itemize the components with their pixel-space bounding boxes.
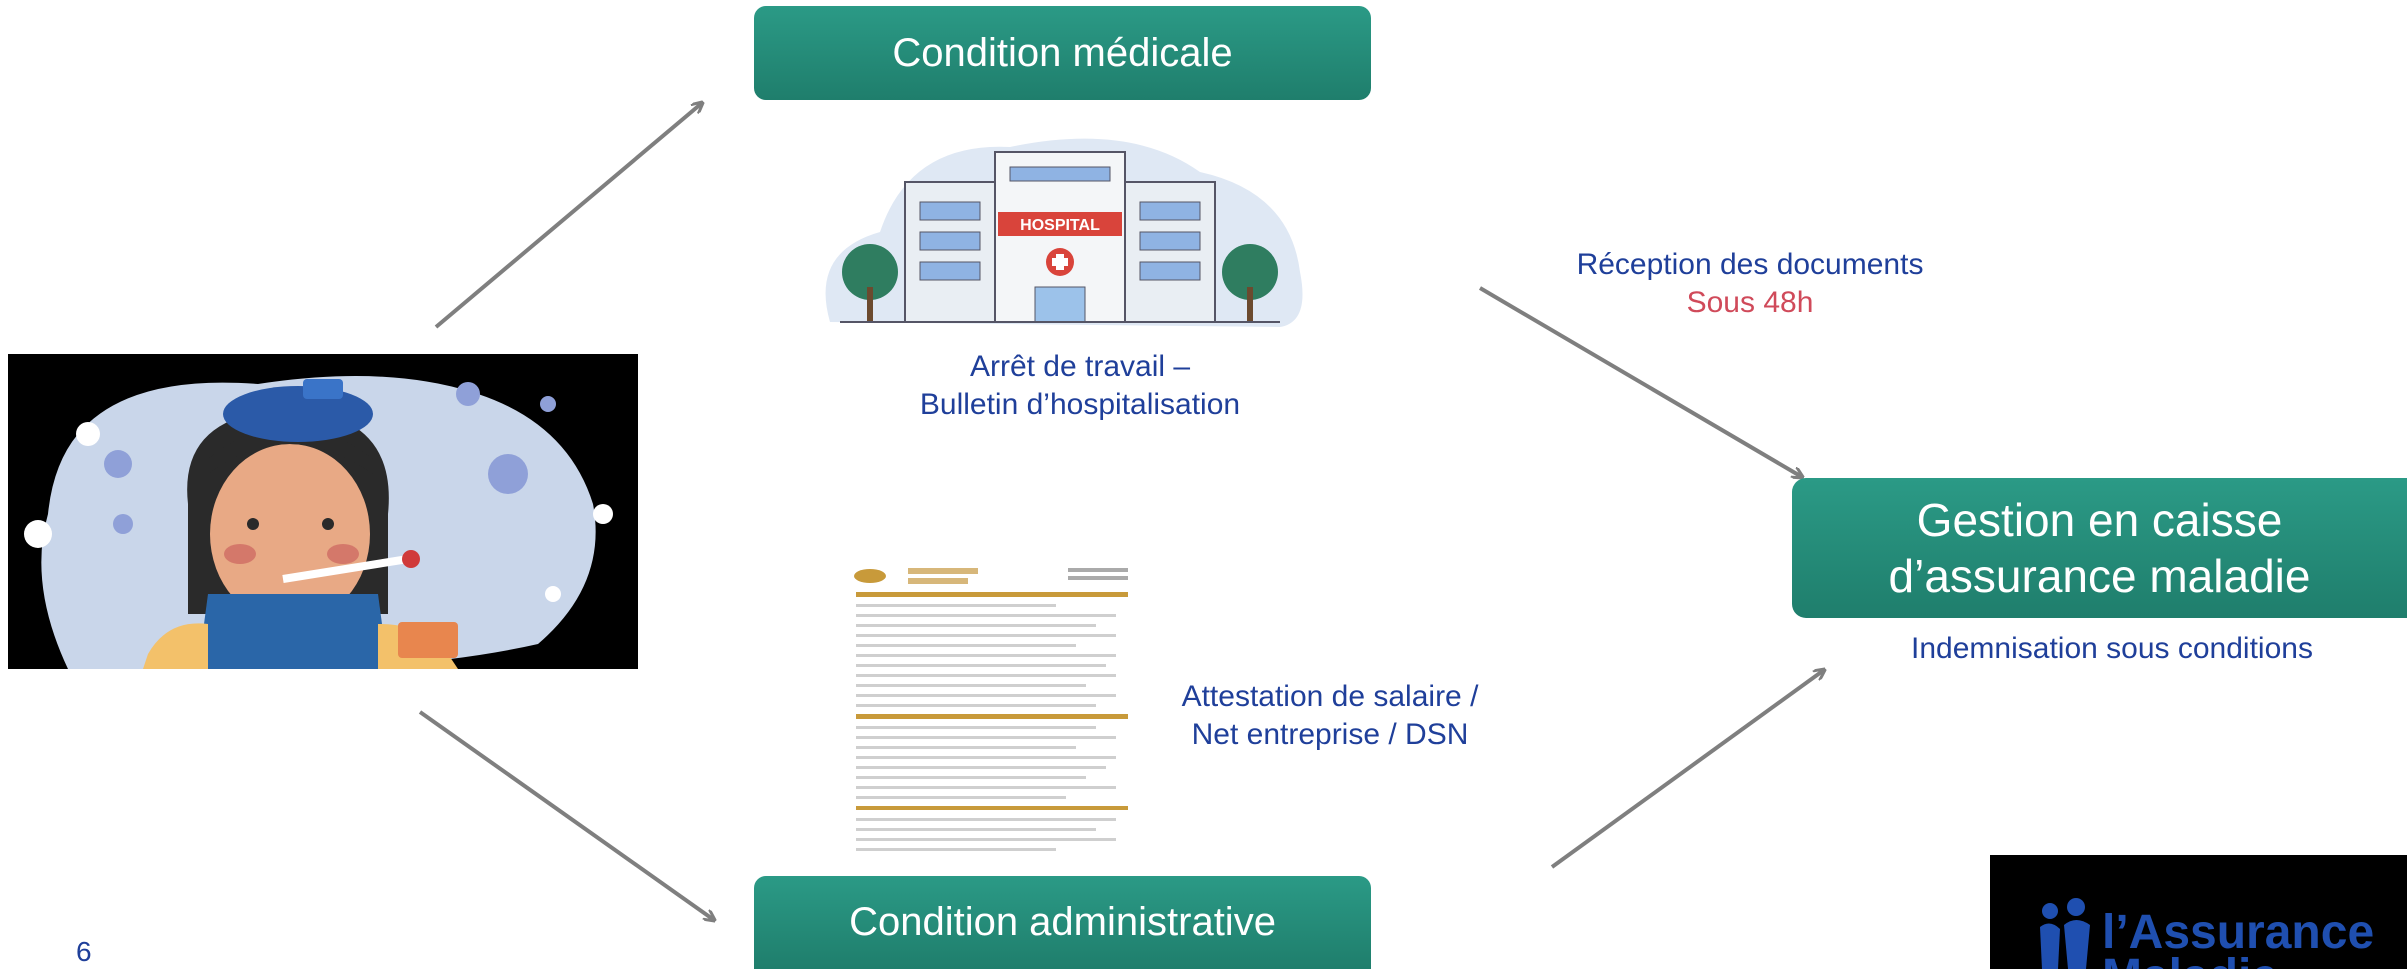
admin-documents-line2: Net entreprise / DSN xyxy=(1191,718,1469,751)
hospital-sign: HOSPITAL xyxy=(1020,217,1100,234)
management-box: Gestion en caisse d’assurance maladie xyxy=(1792,478,2407,618)
admin-documents-line1: Attestation de salaire / xyxy=(1181,680,1479,713)
reception-delay: Sous 48h xyxy=(1686,286,1814,319)
logo-text-line2: Maladie xyxy=(2102,953,2278,969)
medical-documents-label: Arrêt de travail – Bulletin d’hospitalis… xyxy=(880,348,1280,424)
reception-label: Réception des documents Sous 48h xyxy=(1530,246,1970,322)
administrative-condition-box: Condition administrative xyxy=(754,876,1371,969)
sick-leave-form-illustration xyxy=(848,566,1134,856)
management-line2: d’assurance maladie xyxy=(1888,550,2311,602)
medical-documents-line2: Bulletin d’hospitalisation xyxy=(919,388,1241,421)
hospital-illustration: HOSPITAL xyxy=(825,138,1303,327)
arrow-medical-to-management xyxy=(1478,286,1802,477)
sick-person-illustration xyxy=(8,354,638,669)
administrative-condition-label: Condition administrative xyxy=(849,900,1276,944)
slide-number: 6 xyxy=(76,936,92,967)
arrow-admin-to-management xyxy=(1550,670,1824,869)
medical-condition-label: Condition médicale xyxy=(892,30,1233,75)
reception-line1: Réception des documents xyxy=(1576,248,1924,281)
logo-text-line1: l’Assurance xyxy=(2102,906,2375,959)
medical-documents-line1: Arrêt de travail – xyxy=(969,350,1191,383)
logo-figures-icon xyxy=(2040,898,2090,969)
medical-condition-box: Condition médicale xyxy=(754,6,1371,100)
management-line1: Gestion en caisse xyxy=(1916,494,2283,546)
indemnisation-label: Indemnisation sous conditions xyxy=(1911,632,2313,665)
admin-documents-label: Attestation de salaire / Net entreprise … xyxy=(1130,678,1530,754)
arrow-to-medical xyxy=(434,103,702,329)
arrow-to-administrative xyxy=(418,710,714,920)
assurance-maladie-logo: l’Assurance Maladie xyxy=(1990,855,2407,969)
